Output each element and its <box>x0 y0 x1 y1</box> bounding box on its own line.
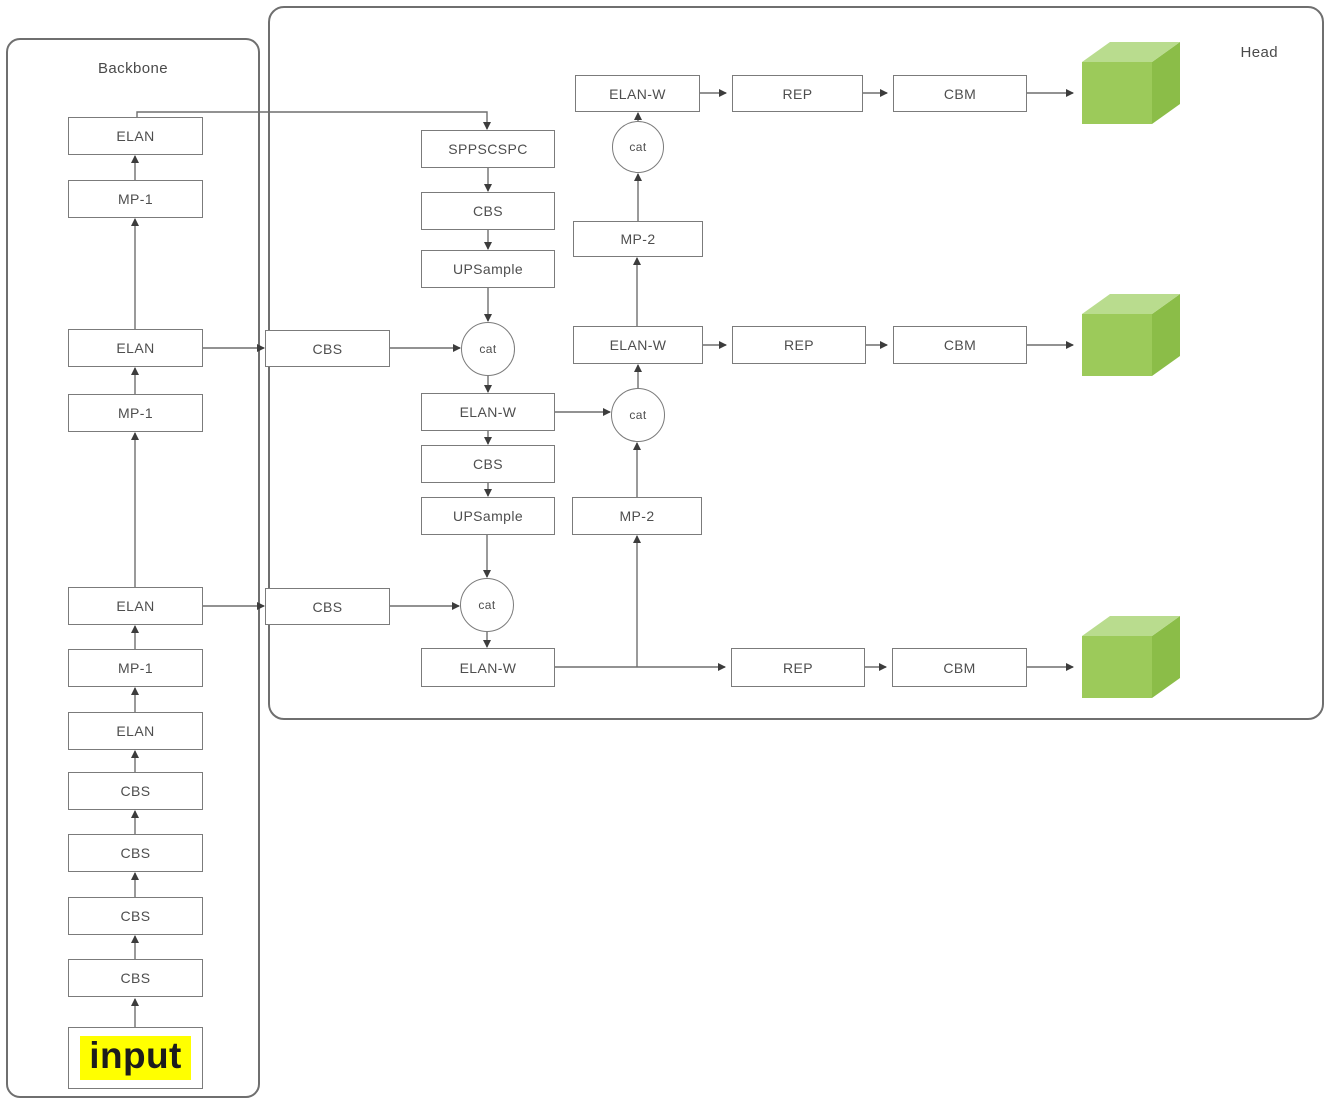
output-cube-mid <box>1082 294 1180 376</box>
output-cube-top <box>1082 42 1180 124</box>
cbm-bottom-label: CBM <box>943 659 976 676</box>
backbone-mp1-2: MP-1 <box>68 394 203 432</box>
rep-mid-label: REP <box>784 337 814 353</box>
cat-2: cat <box>460 578 514 632</box>
cbm-mid-label: CBM <box>943 337 977 353</box>
rep-top-label: REP <box>782 85 813 102</box>
backbone-mp1-1-label: MP-1 <box>117 191 154 207</box>
backbone-cbs-2: CBS <box>68 834 203 872</box>
elan-w-mid: ELAN-W <box>573 326 703 364</box>
neck-cbs-1-label: CBS <box>473 203 503 219</box>
backbone-elan-3-label: ELAN <box>116 598 155 614</box>
sppscspc-label: SPPSCSPC <box>448 141 528 157</box>
backbone-elan-4: ELAN <box>68 712 203 750</box>
input-node: input <box>68 1027 203 1089</box>
elan-w-bottom: ELAN-W <box>421 648 555 687</box>
elan-w-1: ELAN-W <box>421 393 555 431</box>
mp2-2: MP-2 <box>572 497 702 535</box>
upsample-1: UPSample <box>421 250 555 288</box>
elan-w-mid-label: ELAN-W <box>609 337 667 353</box>
backbone-elan-3: ELAN <box>68 587 203 625</box>
backbone-elan-2-label: ELAN <box>116 340 155 356</box>
neck-cbs-1: CBS <box>421 192 555 230</box>
rep-top: REP <box>732 75 863 112</box>
branch-cbs-2: CBS <box>265 588 390 625</box>
rep-bottom: REP <box>731 648 865 687</box>
output-cube-bottom <box>1082 616 1180 698</box>
backbone-mp1-3-label: MP-1 <box>117 660 154 676</box>
cat-3: cat <box>612 121 664 173</box>
cat-4: cat <box>611 388 665 442</box>
cbm-top-label: CBM <box>943 85 977 102</box>
backbone-cbs-1-label: CBS <box>120 783 151 799</box>
backbone-cbs-1: CBS <box>68 772 203 810</box>
elan-w-top-label: ELAN-W <box>609 85 666 102</box>
branch-cbs-2-label: CBS <box>312 598 343 615</box>
sppscspc: SPPSCSPC <box>421 130 555 168</box>
backbone-mp1-3: MP-1 <box>68 649 203 687</box>
backbone-elan-1: ELAN <box>68 117 203 155</box>
upsample-2-label: UPSample <box>452 508 524 524</box>
elan-w-1-label: ELAN-W <box>459 404 517 420</box>
backbone-cbs-3: CBS <box>68 897 203 935</box>
branch-cbs-1-label: CBS <box>312 340 343 357</box>
cbm-mid: CBM <box>893 326 1027 364</box>
mp2-1: MP-2 <box>573 221 703 257</box>
mp2-2-label: MP-2 <box>619 508 655 524</box>
backbone-cbs-4-label: CBS <box>120 970 151 986</box>
backbone-cbs-4: CBS <box>68 959 203 997</box>
backbone-elan-1-label: ELAN <box>116 128 155 144</box>
mp2-1-label: MP-2 <box>620 231 656 247</box>
backbone-label: Backbone <box>98 60 168 77</box>
upsample-1-label: UPSample <box>452 261 524 277</box>
rep-mid: REP <box>732 326 866 364</box>
backbone-elan-2: ELAN <box>68 329 203 367</box>
cat-4-label: cat <box>629 408 647 422</box>
backbone-mp1-2-label: MP-1 <box>117 405 154 421</box>
backbone-elan-4-label: ELAN <box>116 723 155 739</box>
neck-cbs-2-label: CBS <box>473 456 503 472</box>
rep-bottom-label: REP <box>783 659 813 676</box>
neck-cbs-2: CBS <box>421 445 555 483</box>
upsample-2: UPSample <box>421 497 555 535</box>
backbone-cbs-3-label: CBS <box>120 908 151 924</box>
cat-1-label: cat <box>479 342 497 356</box>
backbone-cbs-2-label: CBS <box>120 845 151 861</box>
backbone-mp1-1: MP-1 <box>68 180 203 218</box>
cat-1: cat <box>461 322 515 376</box>
cbm-top: CBM <box>893 75 1027 112</box>
elan-w-bottom-label: ELAN-W <box>459 659 517 676</box>
input-node-label: input <box>80 1036 191 1080</box>
cat-2-label: cat <box>478 598 496 612</box>
elan-w-top: ELAN-W <box>575 75 700 112</box>
head-label: Head <box>1240 44 1278 61</box>
backbone-container: Backbone <box>6 38 260 1098</box>
cat-3-label: cat <box>629 140 647 154</box>
branch-cbs-1: CBS <box>265 330 390 367</box>
cbm-bottom: CBM <box>892 648 1027 687</box>
